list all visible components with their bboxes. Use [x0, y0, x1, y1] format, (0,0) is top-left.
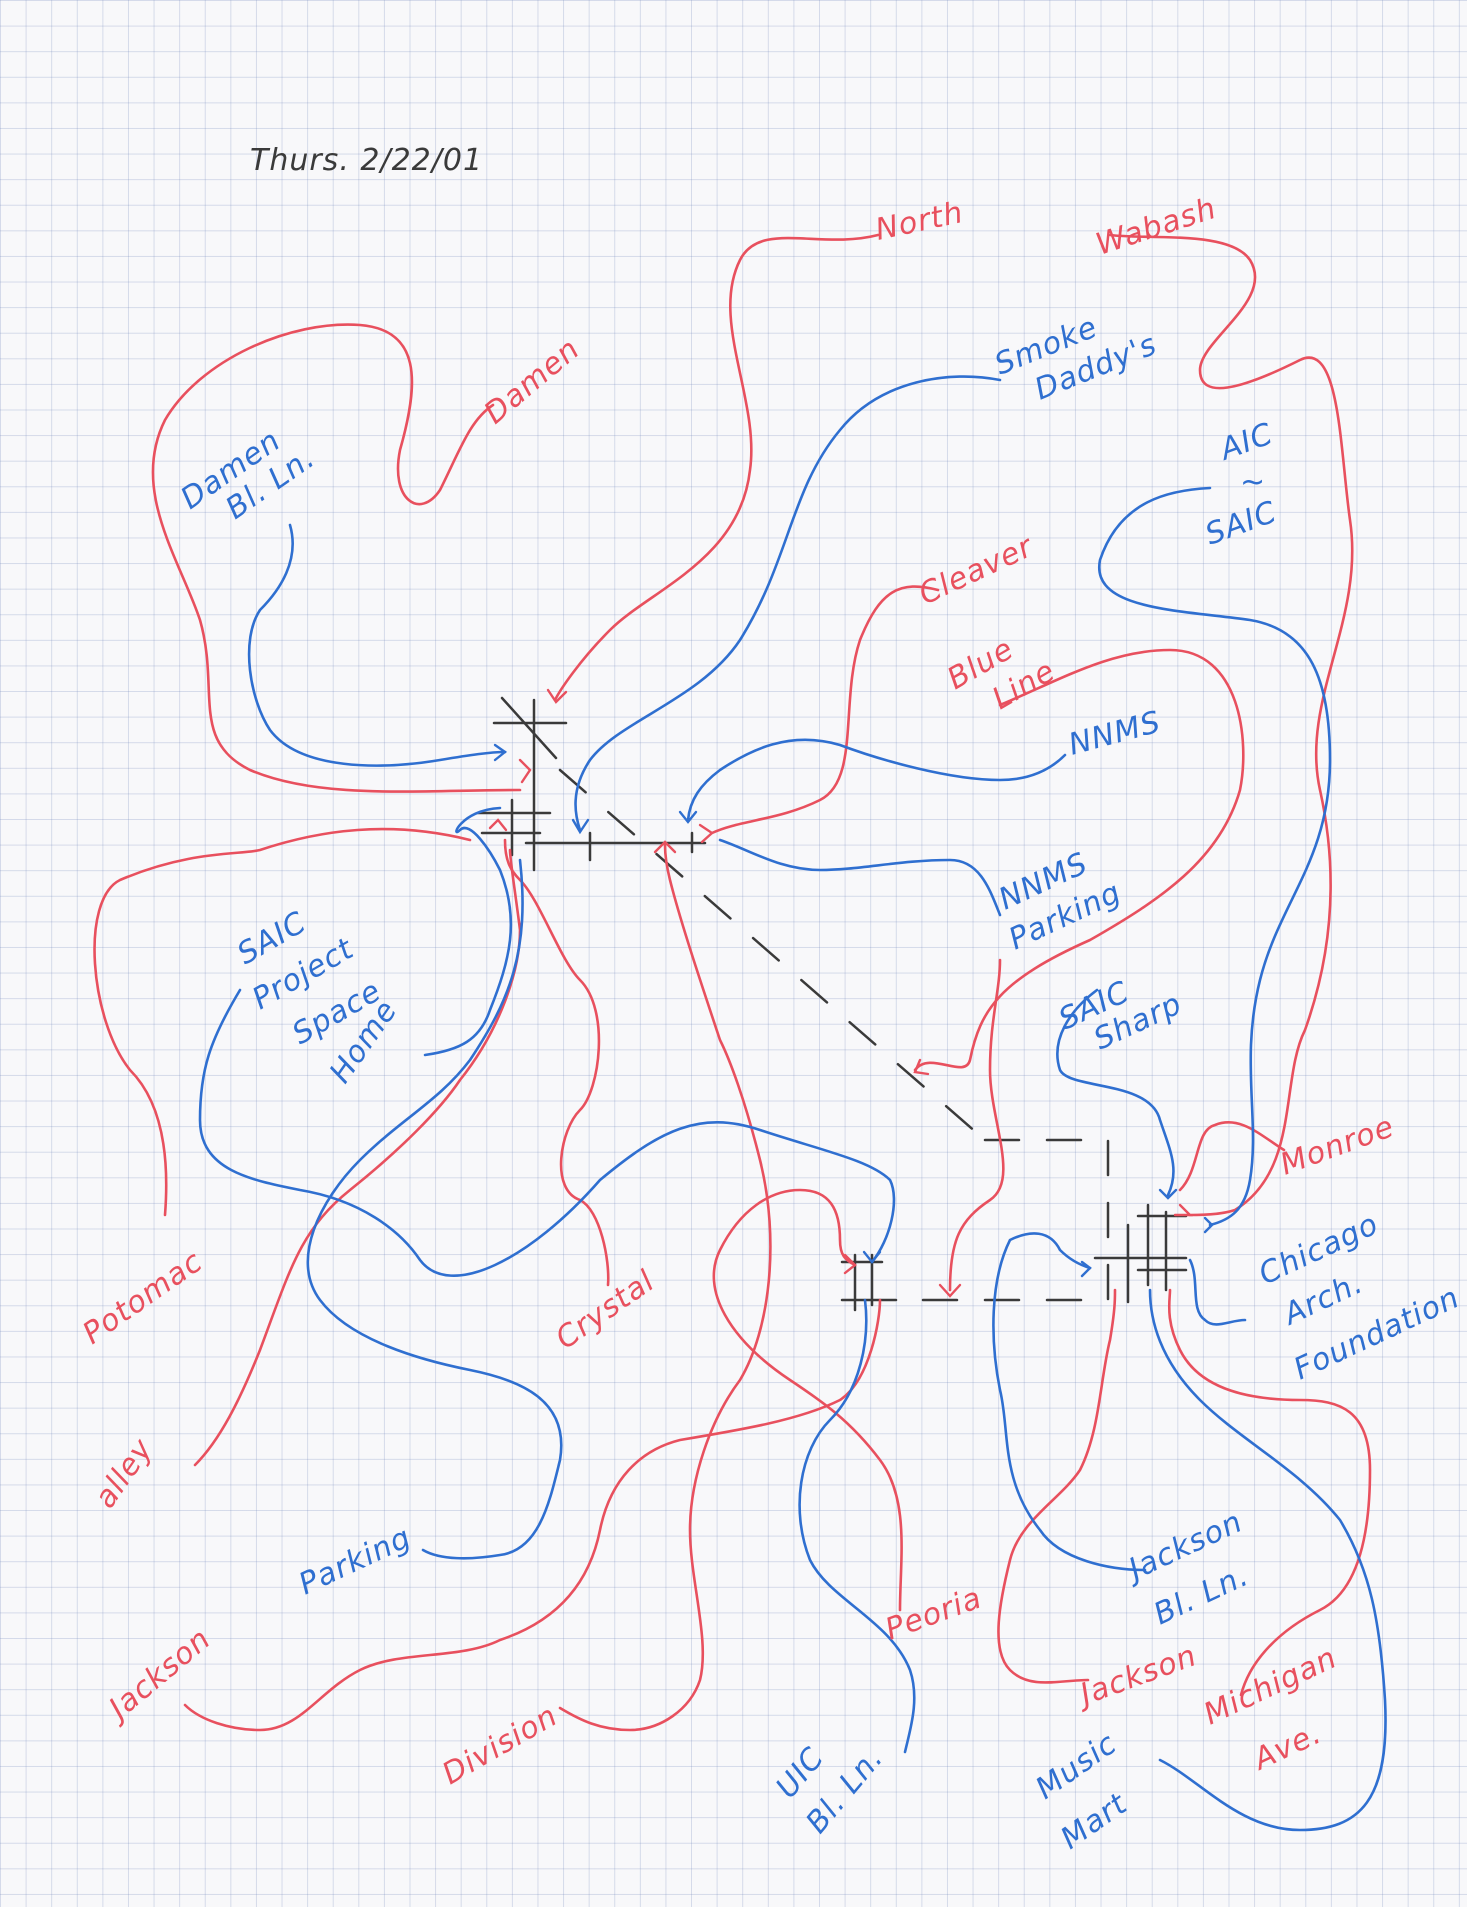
- route-potomac: [93, 827, 472, 1217]
- label-cleaver: Cleaver: [914, 529, 1040, 612]
- route-uic-bl-ln: [798, 1298, 916, 1754]
- route-monroe: [1178, 1121, 1286, 1192]
- route-music-mart: [1148, 1288, 1387, 1832]
- label-wabash: Wabash: [1092, 191, 1221, 263]
- blue-arrow-mark: [1080, 1260, 1092, 1278]
- label-damen: Damen: [478, 332, 587, 432]
- destination-labels: Damen Bl. Ln. Smoke Daddy's AIC ~ SAIC N…: [175, 310, 1466, 1857]
- red-arrow-mark: [843, 1253, 857, 1275]
- route-parking: [306, 858, 563, 1560]
- date-note: Thurs. 2/22/01: [250, 143, 483, 178]
- route-aic-saic: [1098, 486, 1332, 1227]
- route-damen: [151, 323, 522, 793]
- route-michigan-ave: [1167, 1288, 1372, 1697]
- route-wabash: [1108, 233, 1354, 1217]
- blue-arrow-mark: [1203, 1216, 1214, 1234]
- label-aic-saic-3: SAIC: [1201, 495, 1282, 553]
- blue-arrow-mark: [571, 818, 590, 835]
- red-arrow-mark: [913, 1058, 930, 1076]
- route-jackson-bl-ln: [992, 1232, 1147, 1572]
- label-michigan-ave-2: Ave.: [1247, 1716, 1327, 1778]
- nw-street-diagonal: [500, 696, 558, 760]
- label-monroe: Monroe: [1276, 1109, 1399, 1182]
- label-aic-saic-2: ~: [1240, 465, 1266, 500]
- label-chicago-arch-foundation-1: Chicago: [1254, 1207, 1384, 1293]
- label-potomac: Potomac: [77, 1244, 210, 1352]
- route-nnms-parking: [948, 958, 1005, 1292]
- red-arrow-mark: [518, 758, 532, 784]
- route-damen-bl-ln: [247, 523, 507, 767]
- label-music-mart-2: Mart: [1055, 1786, 1135, 1856]
- red-arrow-mark: [1173, 1203, 1193, 1217]
- label-nnms: NNMS: [1065, 705, 1165, 763]
- label-north: North: [872, 195, 966, 248]
- route-nnms: [686, 738, 1067, 822]
- red-arrow-mark: [488, 818, 508, 832]
- red-routes: [93, 233, 1372, 1732]
- dashed-rectangle-link: [910, 1138, 1110, 1302]
- route-crystal: [503, 838, 610, 1287]
- route-jackson-right: [997, 1288, 1117, 1684]
- red-arrow-mark: [653, 840, 677, 854]
- blue-arrow-mark: [862, 1250, 882, 1264]
- route-chicago-arch-foundation: [1188, 1258, 1247, 1326]
- label-division: Division: [437, 1698, 564, 1792]
- label-jackson-right: Jackson: [1071, 1638, 1201, 1714]
- route-division: [558, 843, 772, 1732]
- route-saic-sharp: [1056, 988, 1175, 1197]
- route-blue-line: [913, 648, 1245, 1072]
- route-nnms-parking-blue: [718, 838, 1002, 917]
- route-north: [553, 233, 880, 702]
- route-home: [198, 988, 896, 1277]
- label-crystal: Crystal: [550, 1264, 662, 1357]
- blue-arrow-mark: [1158, 1188, 1178, 1200]
- label-peoria: Peoria: [881, 1580, 987, 1647]
- label-jackson-left: Jackson: [99, 1621, 218, 1729]
- route-saic-project-space: [423, 806, 513, 1057]
- route-cleaver: [710, 585, 940, 835]
- label-aic-saic-1: AIC: [1214, 416, 1278, 468]
- red-arrow-mark: [698, 823, 714, 844]
- blue-arrow-mark: [493, 743, 508, 762]
- label-parking: Parking: [294, 1520, 417, 1602]
- blue-routes: [198, 375, 1387, 1832]
- route-smoke-daddys: [574, 375, 1002, 832]
- route-jackson-left: [183, 1298, 882, 1732]
- red-arrow-mark: [938, 1283, 962, 1298]
- red-arrow-mark: [546, 688, 568, 704]
- blue-arrow-mark: [678, 810, 698, 824]
- label-alley: alley: [88, 1432, 161, 1515]
- label-michigan-ave-1: Michigan: [1199, 1640, 1343, 1732]
- dashed-diagonal-link: [558, 768, 987, 1142]
- route-peoria: [712, 1188, 903, 1612]
- arrow-marks: [488, 688, 1214, 1298]
